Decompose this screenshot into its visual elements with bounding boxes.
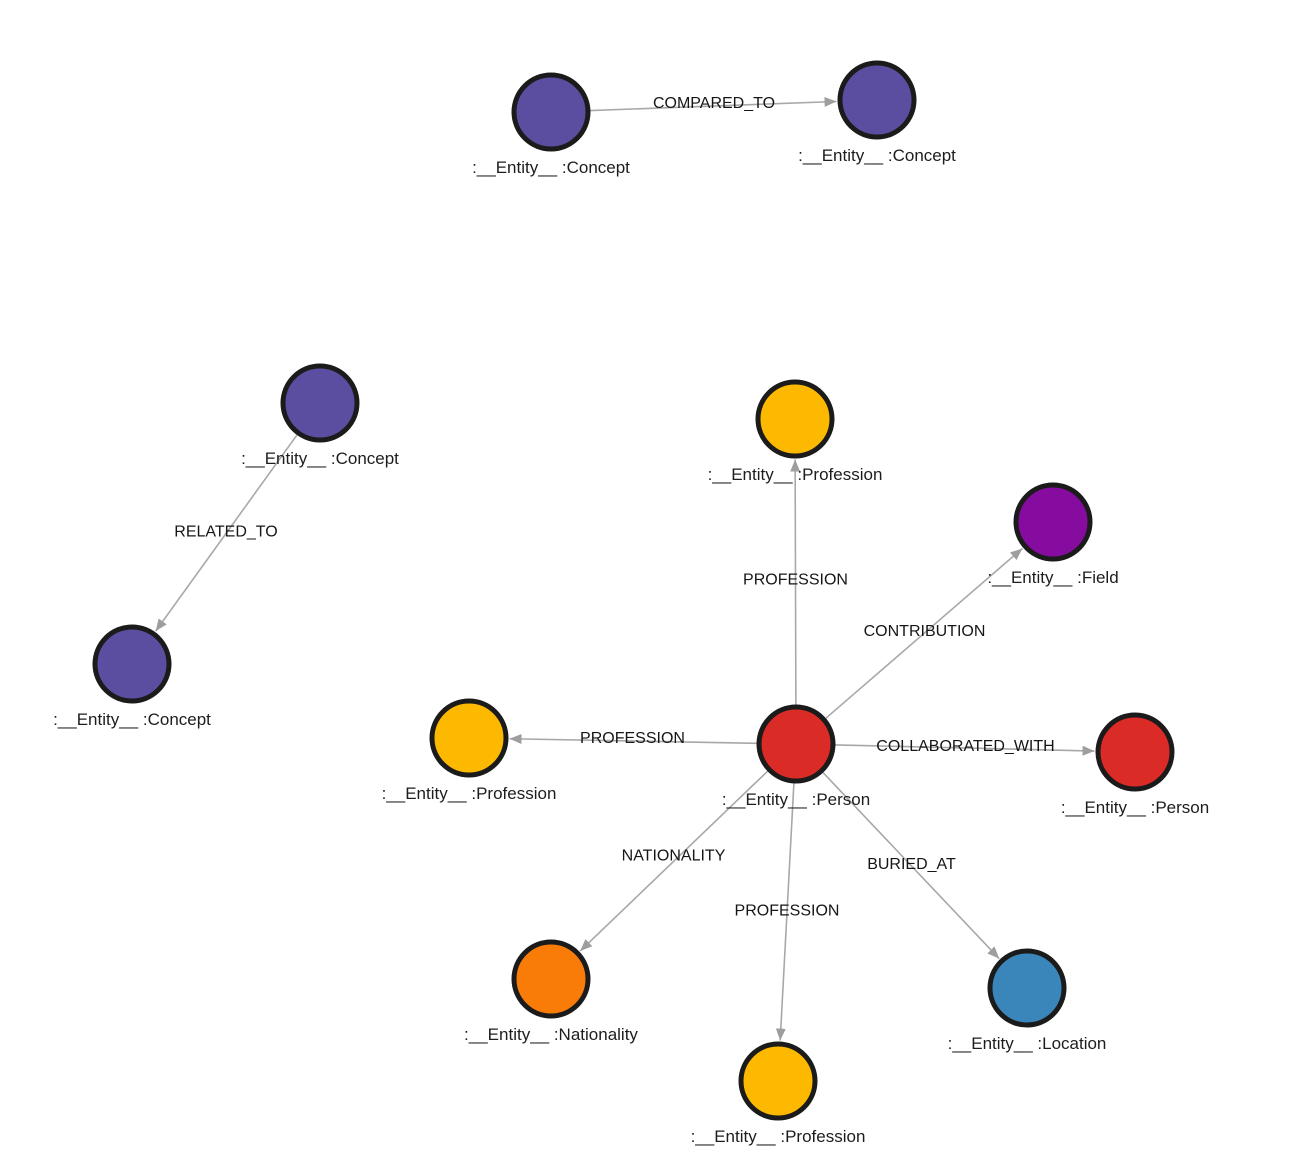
- relationship-line[interactable]: [790, 459, 801, 705]
- relationship-nationality[interactable]: [579, 770, 769, 952]
- relationship-type-label[interactable]: PROFESSION: [743, 572, 848, 589]
- node-location[interactable]: [987, 948, 1067, 1028]
- node-caption: :__Entity__ :Concept: [472, 158, 630, 177]
- relationship-contribution[interactable]: [825, 547, 1023, 719]
- relationship-profession[interactable]: [790, 459, 801, 705]
- node-concept-b[interactable]: [837, 60, 917, 140]
- relationship-type-label[interactable]: COMPARED_TO: [653, 95, 775, 112]
- node-profession-top[interactable]: [755, 379, 835, 459]
- nationality-node-circle[interactable]: [511, 939, 591, 1019]
- node-field[interactable]: [1013, 482, 1093, 562]
- node-profession-left[interactable]: [429, 698, 509, 778]
- concept-node-circle[interactable]: [837, 60, 917, 140]
- node-caption: :__Entity__ :Concept: [241, 449, 399, 468]
- profession-node-circle[interactable]: [429, 698, 509, 778]
- node-person-right[interactable]: [1095, 712, 1175, 792]
- relationship-line[interactable]: [775, 783, 795, 1041]
- node-concept-d[interactable]: [92, 624, 172, 704]
- node-concept-c[interactable]: [280, 363, 360, 443]
- node-caption: :__Entity__ :Field: [987, 568, 1118, 587]
- relationship-profession[interactable]: [775, 783, 795, 1041]
- relationship-type-label[interactable]: PROFESSION: [580, 730, 685, 747]
- relationship-type-label[interactable]: NATIONALITY: [622, 848, 726, 865]
- relationship-line[interactable]: [835, 744, 1095, 756]
- field-node-circle[interactable]: [1013, 482, 1093, 562]
- node-concept-a[interactable]: [511, 72, 591, 152]
- node-caption: :__Entity__ :Profession: [382, 784, 557, 803]
- relationship-type-label[interactable]: CONTRIBUTION: [864, 623, 986, 640]
- profession-node-circle[interactable]: [738, 1041, 818, 1121]
- node-nationality[interactable]: [511, 939, 591, 1019]
- node-profession-bottom[interactable]: [738, 1041, 818, 1121]
- node-caption: :__Entity__ :Profession: [691, 1127, 866, 1146]
- node-caption: :__Entity__ :Person: [1061, 798, 1209, 817]
- node-caption: :__Entity__ :Nationality: [464, 1025, 638, 1044]
- relationship-line[interactable]: [822, 772, 1000, 960]
- node-caption: :__Entity__ :Location: [948, 1034, 1107, 1053]
- relationship-related_to[interactable]: [155, 434, 298, 632]
- node-caption: :__Entity__ :Concept: [53, 710, 211, 729]
- person-node-circle[interactable]: [756, 704, 836, 784]
- node-caption: :__Entity__ :Profession: [708, 465, 883, 484]
- nodes-layer: [92, 60, 1175, 1121]
- relationship-buried_at[interactable]: [822, 772, 1000, 960]
- relationship-type-label[interactable]: BURIED_AT: [867, 856, 956, 873]
- concept-node-circle[interactable]: [511, 72, 591, 152]
- person-node-circle[interactable]: [1095, 712, 1175, 792]
- concept-node-circle[interactable]: [280, 363, 360, 443]
- relationship-type-label[interactable]: COLLABORATED_WITH: [876, 738, 1054, 755]
- relationship-line[interactable]: [590, 96, 837, 112]
- location-node-circle[interactable]: [987, 948, 1067, 1028]
- node-caption: :__Entity__ :Concept: [798, 146, 956, 165]
- edges-layer: [155, 96, 1095, 1041]
- relationship-line[interactable]: [825, 547, 1023, 719]
- labels-layer: COMPARED_TO RELATED_TO PROFESSION CONTRIBUT…: [53, 95, 1209, 1146]
- profession-node-circle[interactable]: [755, 379, 835, 459]
- node-caption: :__Entity__ :Person: [722, 790, 870, 809]
- node-person-center[interactable]: [756, 704, 836, 784]
- relationship-compared_to[interactable]: [590, 96, 837, 112]
- relationship-profession[interactable]: [509, 733, 757, 745]
- relationship-line[interactable]: [509, 733, 757, 745]
- relationship-type-label[interactable]: RELATED_TO: [174, 524, 277, 541]
- relationship-type-label[interactable]: PROFESSION: [735, 903, 840, 920]
- relationship-collaborated_with[interactable]: [835, 744, 1095, 756]
- relationship-line[interactable]: [155, 434, 298, 632]
- relationship-line[interactable]: [579, 770, 769, 952]
- concept-node-circle[interactable]: [92, 624, 172, 704]
